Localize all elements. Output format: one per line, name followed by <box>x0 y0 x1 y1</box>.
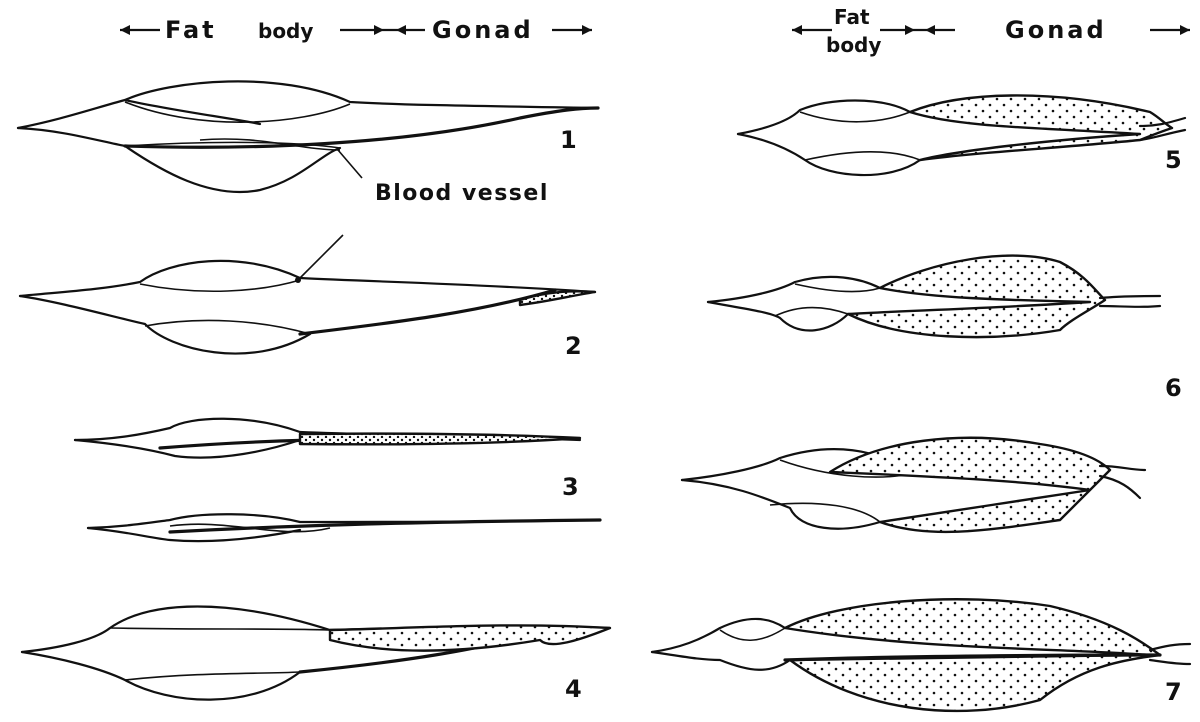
stage-6-number: 6 <box>1165 374 1182 402</box>
left-header-body: body <box>258 19 313 43</box>
left-header-gonad: Gonad <box>432 16 534 44</box>
right-header-gonad: Gonad <box>1005 16 1107 44</box>
stage-4-number: 4 <box>565 675 582 703</box>
stage-2-number: 2 <box>565 332 582 360</box>
stage-3-drawing <box>75 419 600 541</box>
stage-1-number: 1 <box>560 126 577 154</box>
left-header-fat: Fat <box>165 16 217 44</box>
right-header-body: body <box>826 33 881 57</box>
right-body-arrow-icon <box>880 25 955 35</box>
left-fat-arrow-icon <box>120 25 160 35</box>
stage-7-number: 7 <box>1165 678 1182 706</box>
stage-4-drawing <box>22 607 610 700</box>
stage-3-number: 3 <box>562 473 579 501</box>
stage-5-drawing <box>738 95 1185 175</box>
stage-6b-drawing <box>682 438 1145 532</box>
left-gonad-arrow-icon <box>552 25 592 35</box>
stage-6-drawing <box>708 256 1160 337</box>
left-body-arrow-icon <box>340 25 425 35</box>
stage-7-drawing <box>652 599 1190 711</box>
right-gonad-arrow-icon <box>1150 25 1190 35</box>
stage-1-drawing <box>18 81 598 192</box>
stage-5-number: 5 <box>1165 146 1182 174</box>
blood-vessel-label: Blood vessel <box>375 181 549 206</box>
left-header: Fat body Gonad <box>120 16 592 44</box>
right-header: Fat body Gonad <box>792 5 1190 57</box>
right-header-fat: Fat <box>834 5 870 29</box>
stage-2-drawing <box>20 235 595 354</box>
